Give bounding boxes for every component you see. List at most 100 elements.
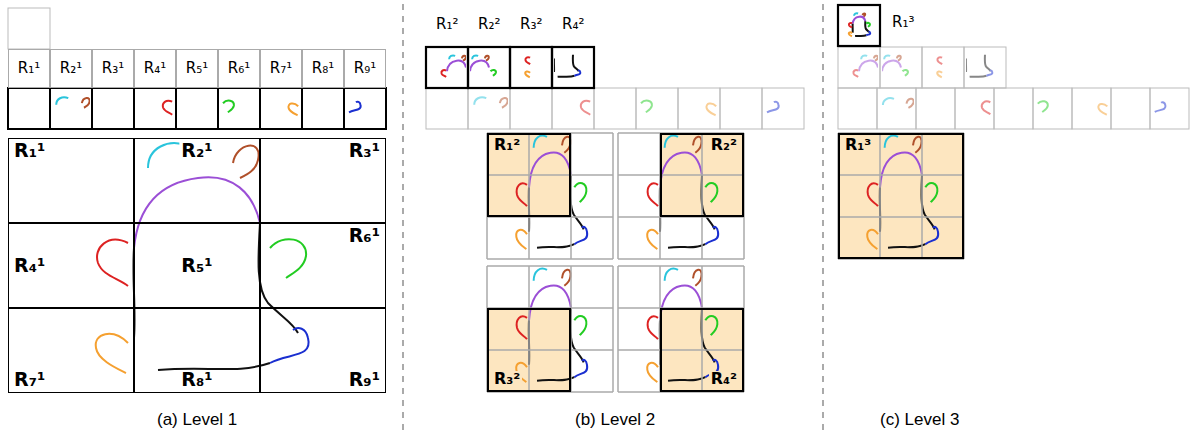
stroke-icon xyxy=(554,55,580,77)
region-label: R₁² xyxy=(492,137,522,154)
stroke-piece xyxy=(982,101,991,114)
stroke-piece xyxy=(449,55,455,59)
stroke-piece xyxy=(441,70,446,77)
region-label: R₂² xyxy=(709,137,739,154)
stroke-piece xyxy=(525,57,530,64)
sketch-copy xyxy=(516,136,587,250)
sketch-copy xyxy=(516,269,587,383)
grid-line xyxy=(487,265,613,267)
grid-line xyxy=(618,258,744,260)
sketch-use xyxy=(96,143,309,373)
separator xyxy=(822,4,824,435)
region-label: R₇¹ xyxy=(270,61,292,77)
slot-box xyxy=(510,47,552,88)
slot-box xyxy=(678,88,720,129)
sketch-copy xyxy=(867,136,938,250)
grid-line xyxy=(617,133,619,259)
stroke-piece xyxy=(849,32,852,36)
slot-box xyxy=(344,88,386,129)
stroke-piece xyxy=(853,17,866,24)
slot-box xyxy=(994,88,1033,129)
slot-box xyxy=(8,8,50,49)
region-box: R₁³ xyxy=(838,133,964,259)
region-label: R₃¹ xyxy=(347,141,382,161)
stroke-piece xyxy=(874,56,878,61)
slot-box xyxy=(50,88,92,129)
stroke-piece xyxy=(1038,101,1048,112)
grid-line xyxy=(838,174,964,176)
region-cell: R₆¹ xyxy=(218,49,260,88)
region-box: R₁² xyxy=(487,133,571,217)
stroke-piece xyxy=(491,70,496,76)
stroke-piece xyxy=(884,55,890,59)
stroke-icon xyxy=(937,57,942,77)
stroke-piece xyxy=(866,23,870,27)
stroke-piece xyxy=(882,61,901,72)
stroke-piece xyxy=(349,102,361,113)
stroke-piece xyxy=(883,98,894,105)
slot-box xyxy=(552,47,594,88)
highlight xyxy=(838,133,964,259)
slot-box xyxy=(426,47,468,88)
stroke-piece xyxy=(82,98,90,108)
sketch-use xyxy=(516,269,587,383)
region-cell: R₈¹ xyxy=(302,49,344,88)
grid-line xyxy=(618,174,744,176)
grid-line xyxy=(487,174,613,176)
slot-box xyxy=(955,88,994,129)
grid-cell: R₈¹ xyxy=(134,308,260,393)
region-label: R₆¹ xyxy=(228,61,250,77)
stroke-icon xyxy=(883,98,914,108)
slot-box xyxy=(1033,88,1072,129)
slot-box xyxy=(134,88,176,129)
stroke-piece xyxy=(56,97,68,104)
grid-cell: R₄¹ xyxy=(8,223,134,308)
stroke-icon xyxy=(441,55,466,77)
stroke-icon xyxy=(849,13,870,36)
region-cell: R₉¹ xyxy=(344,49,386,88)
slot-box xyxy=(92,88,134,129)
level-label: R₁³ xyxy=(892,13,914,31)
region-label: R₅¹ xyxy=(186,61,208,77)
slot-box xyxy=(916,88,955,129)
stroke-piece xyxy=(907,99,914,108)
stroke-icon xyxy=(853,55,878,77)
slot-box xyxy=(922,47,964,88)
stroke-piece xyxy=(861,55,867,59)
stroke-icon xyxy=(767,102,779,113)
panel-caption: (c) Level 3 xyxy=(880,410,959,430)
grid-line xyxy=(612,133,614,259)
grid-line xyxy=(612,266,614,392)
stroke-piece xyxy=(853,70,858,77)
slot-box xyxy=(176,88,218,129)
stroke-icon xyxy=(982,101,991,114)
region-label: R₄¹ xyxy=(144,61,166,77)
slot-box xyxy=(762,88,804,129)
stroke-piece xyxy=(575,71,581,76)
stroke-icon xyxy=(525,57,530,77)
stroke-piece xyxy=(1098,104,1107,115)
stroke-piece xyxy=(525,71,530,77)
stroke-icon xyxy=(56,97,89,107)
grid-cell: R₇¹ xyxy=(8,308,134,393)
stroke-piece xyxy=(866,32,870,36)
stroke-piece xyxy=(474,97,486,104)
slot-box xyxy=(1150,88,1189,129)
region-label: R₄² xyxy=(709,371,739,388)
level-label: R₁² xyxy=(436,15,458,33)
panel-caption: (a) Level 1 xyxy=(157,410,237,430)
grid-cell: R₉¹ xyxy=(260,308,386,393)
slot-box xyxy=(218,88,260,129)
sketch-use xyxy=(516,136,587,250)
sketch-use xyxy=(647,269,718,383)
stroke-icon xyxy=(288,104,298,116)
grid-line xyxy=(921,133,923,259)
stroke-piece xyxy=(859,61,878,72)
sketch-large xyxy=(96,143,309,373)
slot-box xyxy=(877,88,916,129)
slot-box xyxy=(880,47,922,88)
stroke-icon xyxy=(349,102,361,113)
stroke-icon xyxy=(1098,104,1107,115)
stroke-piece xyxy=(554,55,579,77)
slot-box xyxy=(1111,88,1150,129)
